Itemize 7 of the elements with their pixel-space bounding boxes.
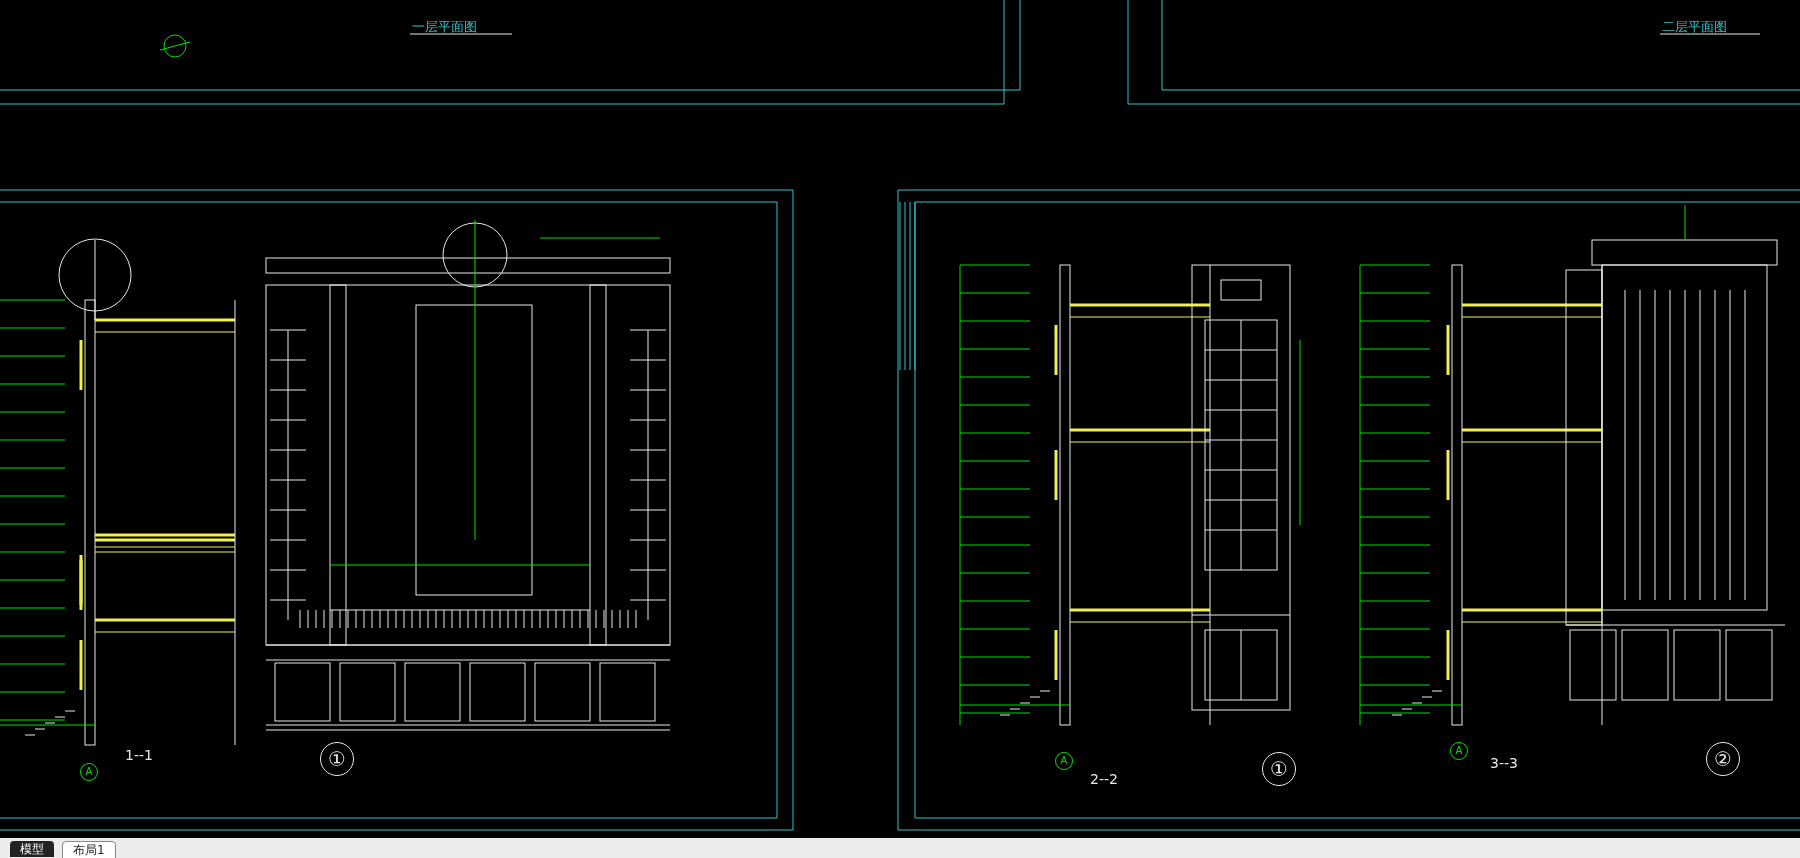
drawing-title: 一层平面图 (412, 20, 477, 33)
section-label: 2--2 (1090, 772, 1118, 786)
model-tab: 模型 (10, 841, 54, 857)
drawing-title: 二层平面图 (1662, 20, 1727, 33)
layout-tab: 布局1 (62, 841, 116, 858)
section-label: 1--1 (125, 748, 153, 762)
section-label: 3--3 (1490, 756, 1518, 770)
